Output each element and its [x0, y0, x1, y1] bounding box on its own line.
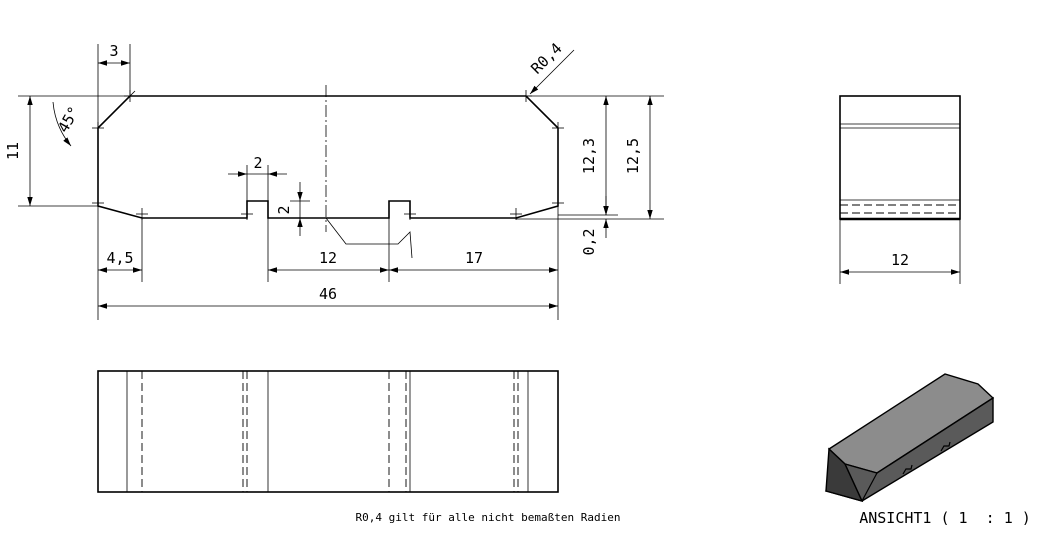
- dim-overall-length: 46: [98, 285, 558, 309]
- dim-overall-length-label: 46: [319, 285, 337, 303]
- dim-edge-offset-label: 4,5: [106, 249, 133, 267]
- dim-slot-right-distance: 17: [389, 206, 559, 320]
- view-caption: ANSICHT1 ( 1 : 1 ): [859, 509, 1031, 527]
- dim-offset-small: 0,2: [580, 196, 609, 256]
- bottom-view-outline: [97, 370, 559, 493]
- dim-side-width: 12: [839, 219, 961, 284]
- dim-corner-radius-label: R0,4: [527, 39, 565, 77]
- dim-slot-right-distance-label: 17: [465, 249, 483, 267]
- dim-chamfer-width-label: 3: [109, 42, 118, 60]
- dim-corner-radius: R0,4: [527, 39, 575, 95]
- construction-marks: [92, 90, 564, 220]
- dim-height-left-label: 11: [4, 142, 22, 160]
- front-view: 3 45° R0,4 11 2: [4, 39, 664, 320]
- dim-height-total-label: 12,5: [624, 138, 642, 174]
- dim-slot-depth: 2: [275, 182, 310, 236]
- dim-chamfer-angle: 45°: [52, 90, 136, 147]
- dim-height-inner: 12,3: [526, 95, 664, 216]
- dim-slot-width-label: 2: [253, 154, 262, 172]
- dim-offset-small-label: 0,2: [580, 228, 598, 255]
- side-view-outline: [839, 95, 961, 220]
- dim-slot-spacing-label: 12: [319, 249, 337, 267]
- dim-height-total: 12,5: [516, 96, 664, 220]
- dim-side-width-label: 12: [891, 251, 909, 269]
- bottom-view: [97, 370, 559, 493]
- dim-height-left: 11: [4, 95, 130, 207]
- dim-height-inner-label: 12,3: [580, 138, 598, 174]
- dim-slot-depth-label: 2: [275, 205, 293, 214]
- general-radius-note: R0,4 gilt für alle nicht bemaßten Radien: [356, 511, 621, 524]
- dim-slot-spacing: 12: [267, 218, 390, 282]
- isometric-view: [824, 373, 995, 503]
- dim-edge-offset: 4,5: [97, 206, 143, 320]
- dim-chamfer-angle-label: 45°: [54, 103, 83, 135]
- dim-slot-width: 2: [228, 154, 287, 201]
- bottom-edge-leader: [325, 217, 413, 259]
- dim-chamfer-width: 3: [97, 42, 131, 128]
- side-view: 12: [839, 95, 961, 284]
- front-view-outline: [97, 95, 559, 219]
